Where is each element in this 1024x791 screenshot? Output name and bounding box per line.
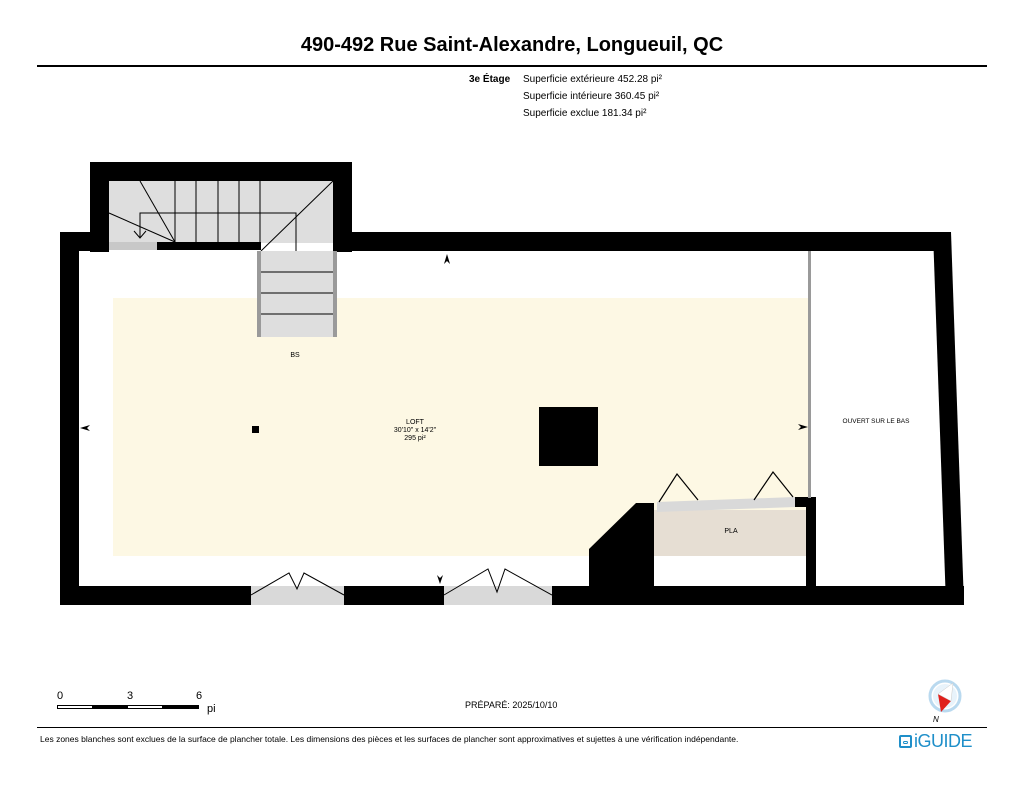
loft-name: LOFT xyxy=(406,419,424,426)
exterior-area: Superficie extérieure 452.28 pi² xyxy=(523,74,662,85)
footer-divider xyxy=(37,727,987,728)
chimney-block xyxy=(539,407,598,466)
stair-enclosure-walls xyxy=(90,162,352,252)
room-label-pla: PLA xyxy=(724,528,738,535)
excluded-area: Superficie exclue 181.34 pi² xyxy=(523,108,647,119)
bottom-doors xyxy=(250,568,553,605)
pla-area xyxy=(654,510,806,556)
scale-unit: pi xyxy=(207,703,216,715)
post xyxy=(252,426,259,433)
loft-area-value: 295 pi² xyxy=(404,435,426,442)
header-divider xyxy=(37,65,987,67)
scale-segment xyxy=(127,705,163,709)
closet-doors xyxy=(657,470,795,512)
scale-segment xyxy=(57,705,93,709)
iguide-logo-text: iGUIDE xyxy=(914,731,973,751)
prepared-date: PRÉPARÉ: 2025/10/10 xyxy=(465,700,558,710)
scale-tick-6: 6 xyxy=(196,690,203,702)
room-label-loft: LOFT 30'10" x 14'2" 295 pi² xyxy=(394,419,436,443)
loft-dimensions: 30'10" x 14'2" xyxy=(393,427,437,434)
exterior-walls xyxy=(60,232,964,605)
disclaimer-text: Les zones blanches sont exclues de la su… xyxy=(40,734,739,744)
scale-segment xyxy=(162,705,199,709)
interior-area: Superficie intérieure 360.45 pi² xyxy=(523,91,660,102)
floor-label: 3e Étage xyxy=(469,74,511,85)
arrow-markers xyxy=(80,254,808,584)
scale-segment xyxy=(92,705,128,709)
stairs xyxy=(108,180,337,337)
room-label-open-below: OUVERT SUR LE BAS xyxy=(842,418,910,425)
scale-bar: 0 3 6 pi xyxy=(57,690,257,720)
railing xyxy=(808,251,811,498)
page-title: 490-492 Rue Saint-Alexandre, Longueuil, … xyxy=(300,34,724,56)
svg-text:N: N xyxy=(933,715,939,724)
scale-tick-0: 0 xyxy=(57,690,64,702)
room-label-bs: BS xyxy=(290,352,300,359)
iguide-logo-icon xyxy=(899,735,912,748)
compass-icon: N xyxy=(928,679,962,724)
iguide-logo: iGUIDE xyxy=(899,731,973,752)
scale-tick-3: 3 xyxy=(127,690,134,702)
